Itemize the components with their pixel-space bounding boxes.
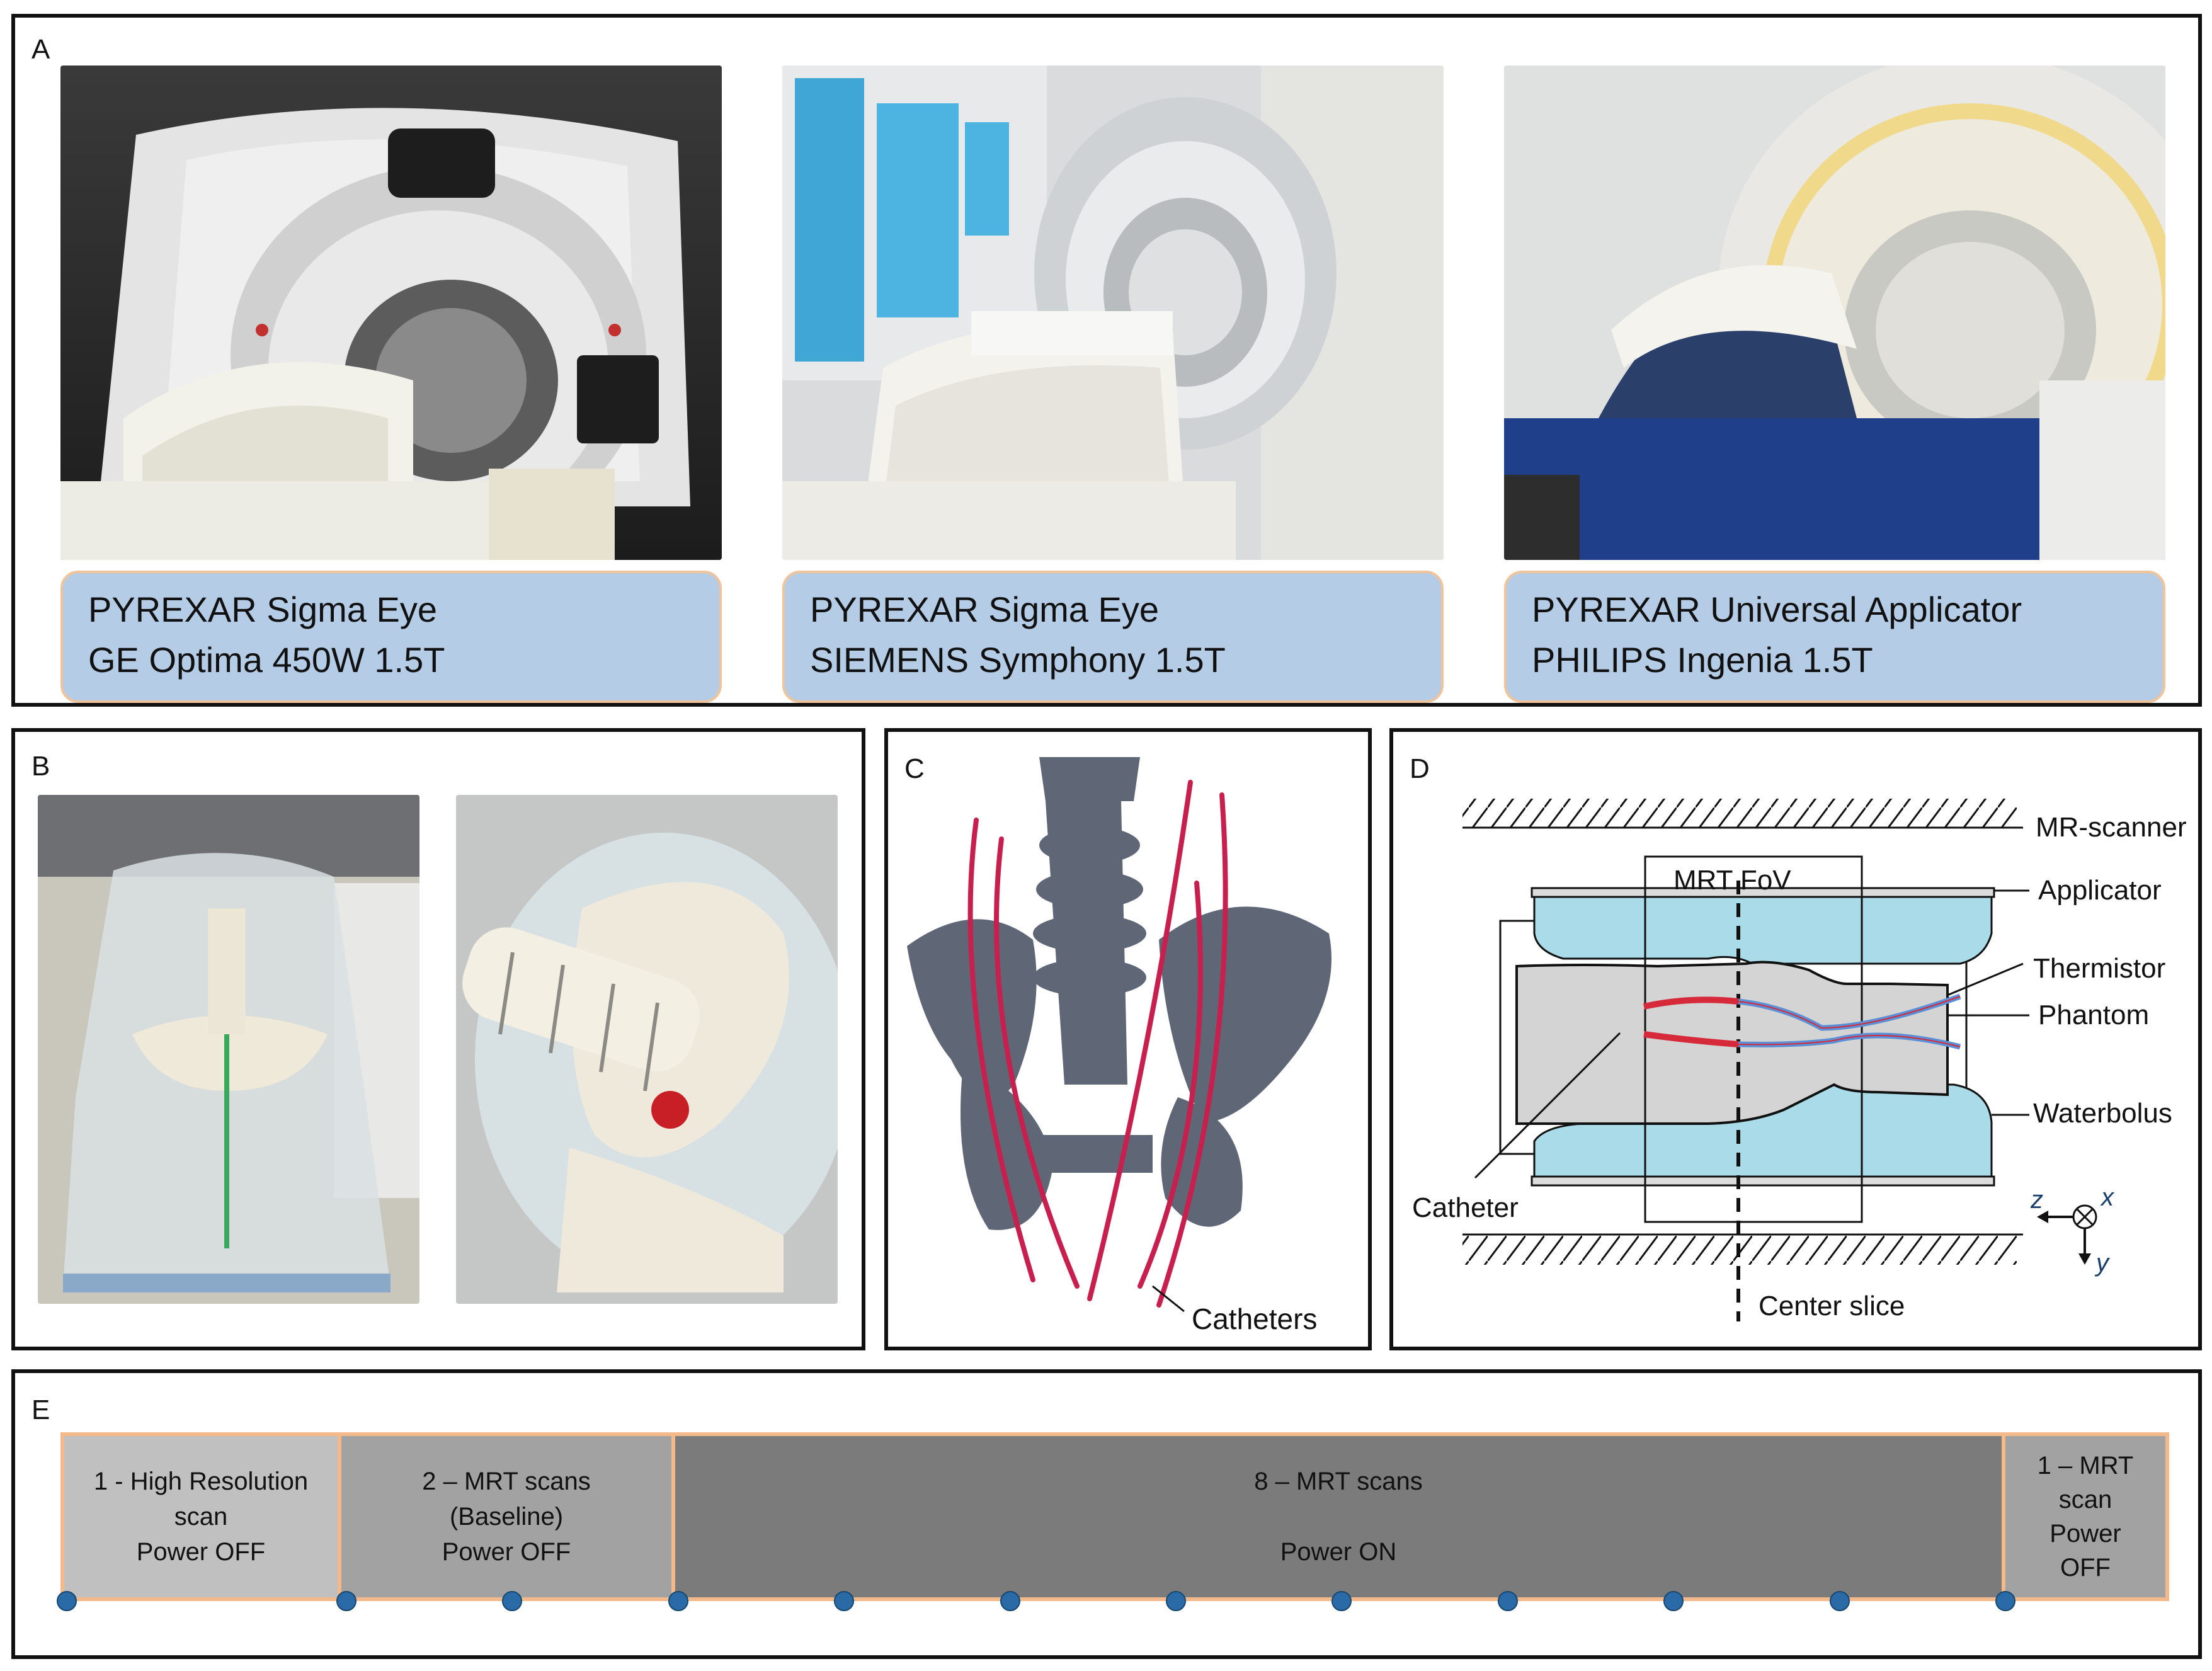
caption-scanner: SIEMENS Symphony 1.5T (810, 640, 1226, 680)
timeline-marker (834, 1591, 855, 1611)
waterbolus-label: Waterbolus (2033, 1098, 2172, 1129)
scanner-wall-top (1462, 799, 2023, 829)
segment-line: Power (2050, 1520, 2121, 1548)
mrt-fov-box (1644, 855, 1863, 1223)
phantom-photo-spine (456, 795, 838, 1304)
segment-line: (Baseline) (449, 1503, 564, 1531)
timeline-marker (1663, 1591, 1684, 1611)
panel-d: D MRT FoV (1389, 728, 2202, 1350)
center-slice-label: Center slice (1759, 1291, 1905, 1321)
panel-a: A PYREXAR Sigma Eye GE Optima 450W 1.5T (11, 14, 2202, 707)
ge-scanner-photo (60, 66, 722, 560)
catheter-label: Catheter (1412, 1192, 1519, 1223)
y-axis-label: y (2094, 1249, 2111, 1277)
caption-applicator: PYREXAR Sigma Eye (88, 590, 437, 629)
philips-scanner-caption: PYREXAR Universal Applicator PHILIPS Ing… (1504, 571, 2165, 703)
panel-a-label: A (31, 34, 50, 65)
catheter-red-lower (1643, 1031, 1739, 1047)
panel-c: C Catheters (884, 728, 1372, 1350)
caption-scanner: PHILIPS Ingenia 1.5T (1532, 640, 1873, 680)
timeline-marker (1829, 1591, 1850, 1611)
segment-line: 1 – MRT (2037, 1452, 2134, 1480)
timeline-marker (502, 1591, 523, 1611)
mr-scanner-label: MR-scanner (2036, 812, 2187, 843)
timeline-marker (1497, 1591, 1518, 1611)
caption-scanner: GE Optima 450W 1.5T (88, 640, 445, 680)
panel-e: E 1 - High Resolution scan Power OFF 2 –… (11, 1369, 2202, 1659)
segment-line: OFF (2060, 1554, 2111, 1582)
waterbolus-top (1533, 894, 1993, 965)
panel-e-label: E (31, 1394, 50, 1425)
timeline-segment-final: 1 – MRT scan Power OFF (2002, 1432, 2169, 1601)
caption-applicator: PYREXAR Universal Applicator (1532, 590, 2022, 629)
panel-d-label: D (1410, 753, 1430, 784)
mrt-fov-label: MRT FoV (1673, 865, 1791, 896)
segment-line (1254, 1499, 1423, 1534)
thermistor-label: Thermistor (2033, 953, 2165, 984)
segment-line: Power OFF (136, 1538, 266, 1566)
timeline-segment-high-resolution: 1 - High Resolution scan Power OFF (60, 1432, 341, 1601)
applicator-plate-bottom (1531, 1175, 1995, 1187)
pelvis-model: Catheters (907, 757, 1331, 1335)
applicator-plate-top (1531, 887, 1995, 898)
catheters-label: Catheters (1192, 1303, 1317, 1335)
segment-line: Power ON (1280, 1538, 1397, 1566)
scanner-wall-bottom (1462, 1233, 2023, 1265)
segment-line: scan (174, 1503, 228, 1531)
segment-line: 2 – MRT scans (422, 1468, 591, 1495)
timeline-marker (1995, 1591, 2015, 1611)
phantom-photo-front (38, 795, 419, 1304)
segment-line: 1 - High Resolution (93, 1468, 309, 1495)
timeline-marker (1000, 1591, 1020, 1611)
setup-diagram: MRT FoV MR-scanner Applicator Thermistor… (1412, 799, 2187, 1321)
timeline-segment-baseline: 2 – MRT scans (Baseline) Power OFF (338, 1432, 675, 1601)
catheter-red-upper (1643, 996, 1739, 1010)
timeline-marker (336, 1591, 356, 1611)
philips-scanner-photo (1504, 66, 2165, 560)
applicator-label: Applicator (2038, 875, 2162, 906)
x-axis-label: x (2100, 1183, 2115, 1211)
segment-line: Power OFF (442, 1538, 571, 1566)
ge-scanner-caption: PYREXAR Sigma Eye GE Optima 450W 1.5T (60, 571, 722, 703)
catheters-leader-line (1152, 1285, 1185, 1313)
coordinate-axes: z x y (2030, 1183, 2115, 1277)
timeline-marker (1331, 1591, 1352, 1611)
siemens-scanner-photo (782, 66, 1444, 560)
panel-b-label: B (31, 751, 50, 782)
panel-b: B (11, 728, 865, 1350)
caption-applicator: PYREXAR Sigma Eye (810, 590, 1159, 629)
timeline-marker (57, 1591, 77, 1611)
z-axis-label: z (2030, 1186, 2043, 1214)
segment-line: 8 – MRT scans (1254, 1468, 1423, 1495)
timeline-marker (1166, 1591, 1186, 1611)
phantom-label: Phantom (2038, 1000, 2149, 1030)
panel-c-label: C (904, 753, 925, 784)
segment-line: scan (2058, 1486, 2112, 1514)
timeline-segment-power-on: 8 – MRT scans Power ON (671, 1432, 2005, 1601)
siemens-scanner-caption: PYREXAR Sigma Eye SIEMENS Symphony 1.5T (782, 571, 1444, 703)
timeline-marker (668, 1591, 688, 1611)
